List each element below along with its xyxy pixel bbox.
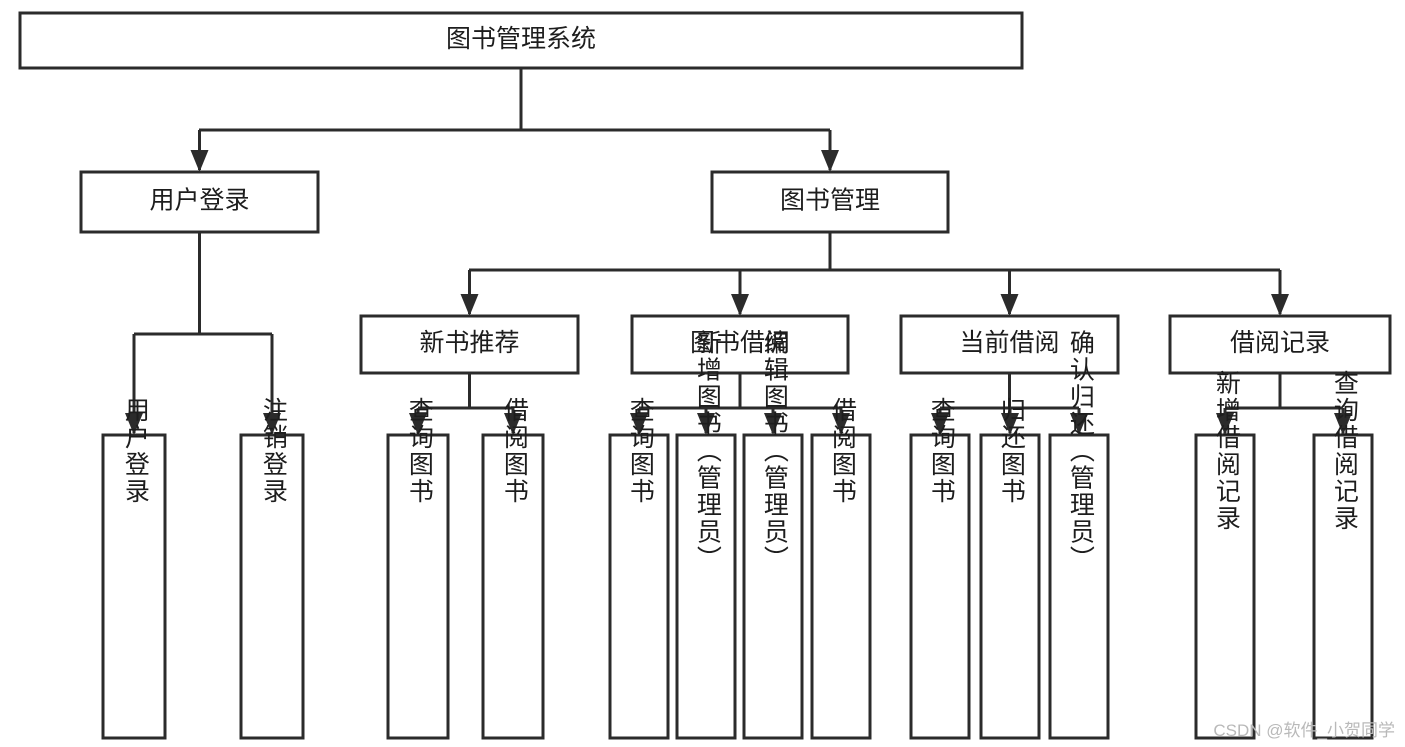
arrow-to-new-book-recommend xyxy=(460,294,479,316)
arrow-to-current-borrow xyxy=(1000,294,1019,316)
node-label-leaf-borrow-book-recommend: 借阅图书 xyxy=(500,397,529,505)
arrow-to-leaf-logout-login xyxy=(263,413,281,435)
node-label-leaf-borrow-book: 借阅图书 xyxy=(828,397,857,505)
node-label-leaf-edit-book-admin: 编辑图书（管理员） xyxy=(760,330,789,573)
node-box-leaf-edit-book-admin[interactable] xyxy=(742,433,804,740)
node-leaf-query-book-recommend[interactable]: 查询图书 xyxy=(386,397,450,740)
node-root[interactable]: 图书管理系统 xyxy=(18,11,1024,70)
node-label-new-book-recommend: 新书推荐 xyxy=(419,329,519,357)
node-box-user-login[interactable] xyxy=(79,170,320,234)
node-leaf-logout-login[interactable]: 注销登录 xyxy=(239,397,305,740)
node-book-manage[interactable]: 图书管理 xyxy=(710,170,950,234)
node-label-user-login: 用户登录 xyxy=(149,187,249,215)
arrow-to-leaf-query-book-borrow xyxy=(630,413,648,435)
node-box-book-borrow[interactable] xyxy=(630,314,850,375)
arrow-to-user-login xyxy=(190,150,209,172)
node-leaf-add-book-admin[interactable]: 新增图书（管理员） xyxy=(675,330,737,740)
node-box-current-borrow[interactable] xyxy=(899,314,1120,375)
node-label-root: 图书管理系统 xyxy=(446,25,596,53)
node-leaf-edit-book-admin[interactable]: 编辑图书（管理员） xyxy=(742,330,804,740)
node-box-leaf-query-book-recommend[interactable] xyxy=(386,433,450,740)
node-label-book-manage: 图书管理 xyxy=(780,187,880,215)
arrow-to-leaf-add-book-admin xyxy=(697,413,715,435)
node-box-book-manage[interactable] xyxy=(710,170,950,234)
node-label-leaf-return-book: 归还图书 xyxy=(997,397,1026,505)
node-label-leaf-query-borrow-record: 查询借阅记录 xyxy=(1330,370,1359,532)
node-box-leaf-add-book-admin[interactable] xyxy=(675,433,737,740)
node-box-leaf-borrow-book[interactable] xyxy=(810,433,872,740)
node-box-leaf-add-borrow-record[interactable] xyxy=(1194,433,1256,740)
node-current-borrow[interactable]: 当前借阅 xyxy=(899,314,1120,375)
node-label-current-borrow: 当前借阅 xyxy=(959,329,1059,357)
node-box-leaf-borrow-book-recommend[interactable] xyxy=(481,433,545,740)
node-box-new-book-recommend[interactable] xyxy=(359,314,580,375)
node-box-leaf-query-book-current[interactable] xyxy=(909,433,971,740)
arrow-to-leaf-edit-book-admin xyxy=(764,413,782,435)
node-box-leaf-query-borrow-record[interactable] xyxy=(1312,433,1374,740)
csdn-watermark: CSDN @软件_小贺同学 xyxy=(1213,721,1395,740)
node-label-borrow-record: 借阅记录 xyxy=(1230,329,1330,357)
node-box-leaf-query-book-borrow[interactable] xyxy=(608,433,670,740)
connectors-layer xyxy=(125,68,1352,435)
node-label-leaf-query-book-recommend: 查询图书 xyxy=(405,397,434,505)
node-leaf-borrow-book[interactable]: 借阅图书 xyxy=(810,397,872,740)
node-box-leaf-confirm-return-admin[interactable] xyxy=(1048,433,1110,740)
arrow-to-leaf-return-book xyxy=(1001,413,1019,435)
node-label-leaf-user-login: 用户登录 xyxy=(121,397,150,505)
arrow-to-leaf-user-login xyxy=(125,413,143,435)
arrow-to-leaf-query-book-recommend xyxy=(409,413,427,435)
node-user-login[interactable]: 用户登录 xyxy=(79,170,320,234)
nodes-layer: 图书管理系统用户登录图书管理新书推荐图书借阅当前借阅借阅记录用户登录注销登录查询… xyxy=(18,11,1392,740)
node-label-leaf-logout-login: 注销登录 xyxy=(259,397,288,505)
node-label-leaf-add-book-admin: 新增图书（管理员） xyxy=(693,330,722,573)
arrow-to-leaf-borrow-book-recommend xyxy=(504,413,522,435)
node-leaf-query-borrow-record[interactable]: 查询借阅记录 xyxy=(1312,370,1374,740)
node-label-leaf-confirm-return-admin: 确认归还（管理员） xyxy=(1066,330,1095,573)
node-box-leaf-user-login[interactable] xyxy=(101,433,167,740)
node-book-borrow[interactable]: 图书借阅 xyxy=(630,314,850,375)
node-leaf-user-login[interactable]: 用户登录 xyxy=(101,397,167,740)
arrow-to-book-manage xyxy=(821,150,839,172)
arrow-to-leaf-add-borrow-record xyxy=(1216,413,1234,435)
node-leaf-confirm-return-admin[interactable]: 确认归还（管理员） xyxy=(1048,330,1110,740)
node-label-leaf-query-book-current: 查询图书 xyxy=(927,397,956,505)
arrow-to-leaf-query-book-current xyxy=(931,413,949,435)
node-box-leaf-return-book[interactable] xyxy=(979,433,1041,740)
arrow-to-leaf-query-borrow-record xyxy=(1334,413,1352,435)
arrow-to-leaf-borrow-book xyxy=(832,413,850,435)
arrow-to-book-borrow xyxy=(731,294,749,316)
node-box-borrow-record[interactable] xyxy=(1168,314,1392,375)
node-leaf-query-book-current[interactable]: 查询图书 xyxy=(909,397,971,740)
node-leaf-borrow-book-recommend[interactable]: 借阅图书 xyxy=(481,397,545,740)
node-new-book-recommend[interactable]: 新书推荐 xyxy=(359,314,580,375)
node-label-leaf-add-borrow-record: 新增借阅记录 xyxy=(1212,370,1241,532)
node-leaf-query-book-borrow[interactable]: 查询图书 xyxy=(608,397,670,740)
arrow-to-borrow-record xyxy=(1271,294,1289,316)
node-leaf-add-borrow-record[interactable]: 新增借阅记录 xyxy=(1194,370,1256,740)
node-box-root[interactable] xyxy=(18,11,1024,70)
node-label-leaf-query-book-borrow: 查询图书 xyxy=(626,397,655,505)
node-leaf-return-book[interactable]: 归还图书 xyxy=(979,397,1041,740)
node-box-leaf-logout-login[interactable] xyxy=(239,433,305,740)
node-borrow-record[interactable]: 借阅记录 xyxy=(1168,314,1392,375)
node-label-book-borrow: 图书借阅 xyxy=(690,329,790,357)
arrow-to-leaf-confirm-return-admin xyxy=(1070,413,1088,435)
